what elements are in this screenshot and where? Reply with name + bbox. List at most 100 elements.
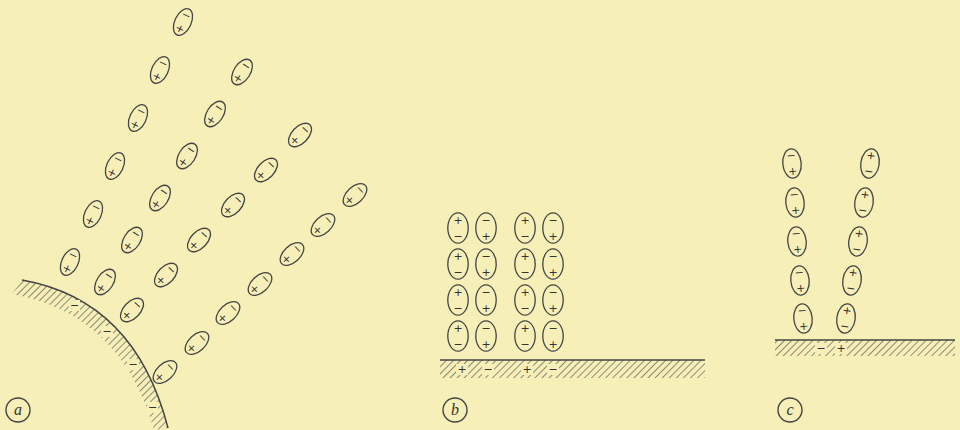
curved-surface <box>22 280 168 428</box>
ellipse-outline <box>118 224 147 257</box>
flat-surface <box>440 359 705 361</box>
ellipse-outline <box>790 265 811 296</box>
ellipse-outline <box>543 285 563 315</box>
charge-sign: − <box>794 266 804 278</box>
panel-letter: c <box>786 402 793 418</box>
charge-sign: + <box>848 266 859 278</box>
dipole-molecule: −+ <box>149 258 183 292</box>
ellipse-outline <box>543 213 563 243</box>
dipole-molecule: −+ <box>283 118 317 152</box>
charge-sign: + <box>791 204 801 216</box>
dipole-molecule: −+ <box>250 153 284 187</box>
dipole-molecule: +− <box>447 212 469 244</box>
ellipse-outline <box>173 140 202 173</box>
dipole-molecule: −+ <box>89 265 120 300</box>
charge-sign: − <box>797 304 807 316</box>
charge-sign: + <box>453 251 462 262</box>
ellipse-outline <box>448 249 468 279</box>
charge-sign: + <box>793 243 803 255</box>
circle-outline <box>443 398 467 422</box>
ellipse-outline <box>183 224 214 256</box>
charge-sign: − <box>786 149 796 161</box>
ellipse-outline <box>217 189 248 221</box>
charge-sign: + <box>860 188 871 200</box>
ellipse-outline <box>212 297 244 328</box>
surface-charge: − <box>127 359 138 370</box>
surface-charge: − <box>482 364 493 375</box>
ellipse-outline <box>515 249 535 279</box>
dipole-molecule: −+ <box>275 237 309 271</box>
charge-sign: + <box>866 149 877 161</box>
ellipse-outline <box>117 223 148 258</box>
charge-sign: − <box>453 231 462 242</box>
dipole-molecule: +− <box>834 301 858 334</box>
dipole-molecule: +− <box>514 248 536 280</box>
circle-outline <box>6 398 30 422</box>
charge-sign: + <box>854 227 865 239</box>
surface-charge: + <box>456 364 467 375</box>
dipole-molecule: −+ <box>781 147 804 180</box>
charge-sign: + <box>548 267 557 278</box>
dipole-molecule: −+ <box>789 264 812 297</box>
ellipse-outline <box>515 213 535 243</box>
charge-sign: − <box>481 251 490 262</box>
dipole-molecule: −+ <box>55 245 84 280</box>
dipole-molecule: −+ <box>182 223 216 257</box>
charge-sign: − <box>520 231 529 242</box>
charge-sign: − <box>520 339 529 350</box>
ellipse-outline <box>276 238 308 269</box>
ellipse-outline <box>793 303 814 334</box>
charge-sign: − <box>548 251 557 262</box>
ellipse-outline <box>90 266 119 299</box>
dipole-molecule: −+ <box>542 320 564 352</box>
ellipse-outline <box>170 6 197 39</box>
dipole-molecule: +− <box>514 212 536 244</box>
charge-sign: − <box>520 267 529 278</box>
charge-sign: − <box>453 303 462 314</box>
charge-sign: + <box>520 323 529 334</box>
ellipse-outline <box>124 102 151 135</box>
dipole-molecule: −+ <box>786 225 809 258</box>
ellipse-outline <box>171 139 202 174</box>
flat-surface-hatch <box>440 360 705 378</box>
dipole-molecule: −+ <box>168 5 197 40</box>
surface-charge: − <box>815 343 826 354</box>
ellipse-outline <box>275 237 309 271</box>
ellipse-outline <box>787 226 808 257</box>
ellipse-outline <box>476 213 496 243</box>
charge-sign: + <box>481 339 490 350</box>
ellipse-outline <box>250 153 284 187</box>
dipole-molecule: +− <box>514 284 536 316</box>
ellipse-outline <box>200 98 229 131</box>
ellipse-outline <box>339 179 371 210</box>
charge-sign: − <box>548 287 557 298</box>
ellipse-outline <box>448 285 468 315</box>
ellipse-outline <box>307 209 339 240</box>
dipole-molecule: −+ <box>123 101 152 136</box>
ellipse-outline <box>338 178 372 212</box>
ellipse-outline <box>199 97 230 132</box>
ellipse-outline <box>847 225 869 257</box>
ellipse-outline <box>306 208 340 242</box>
ellipse-outline <box>226 55 257 90</box>
dipole-molecule: +− <box>852 185 876 218</box>
charge-sign: + <box>481 231 490 242</box>
charge-sign: − <box>548 215 557 226</box>
dipole-molecule: +− <box>840 263 864 296</box>
ellipse-outline <box>89 265 120 300</box>
ellipse-outline <box>79 198 106 231</box>
ellipse-outline <box>785 187 806 218</box>
ellipse-outline <box>515 321 535 351</box>
panel-letter-circle: c <box>777 397 803 423</box>
charge-sign: + <box>453 323 462 334</box>
charge-sign: − <box>520 303 529 314</box>
flat-surface-hatch <box>775 340 955 356</box>
ellipse-outline <box>182 223 216 257</box>
ellipse-outline <box>243 267 277 301</box>
flat-surface <box>775 339 955 341</box>
dipole-molecule: −+ <box>542 284 564 316</box>
ellipse-outline <box>181 327 213 358</box>
dipole-molecule: −+ <box>211 296 245 330</box>
charge-sign: − <box>846 282 857 294</box>
surface-charge: − <box>547 364 558 375</box>
